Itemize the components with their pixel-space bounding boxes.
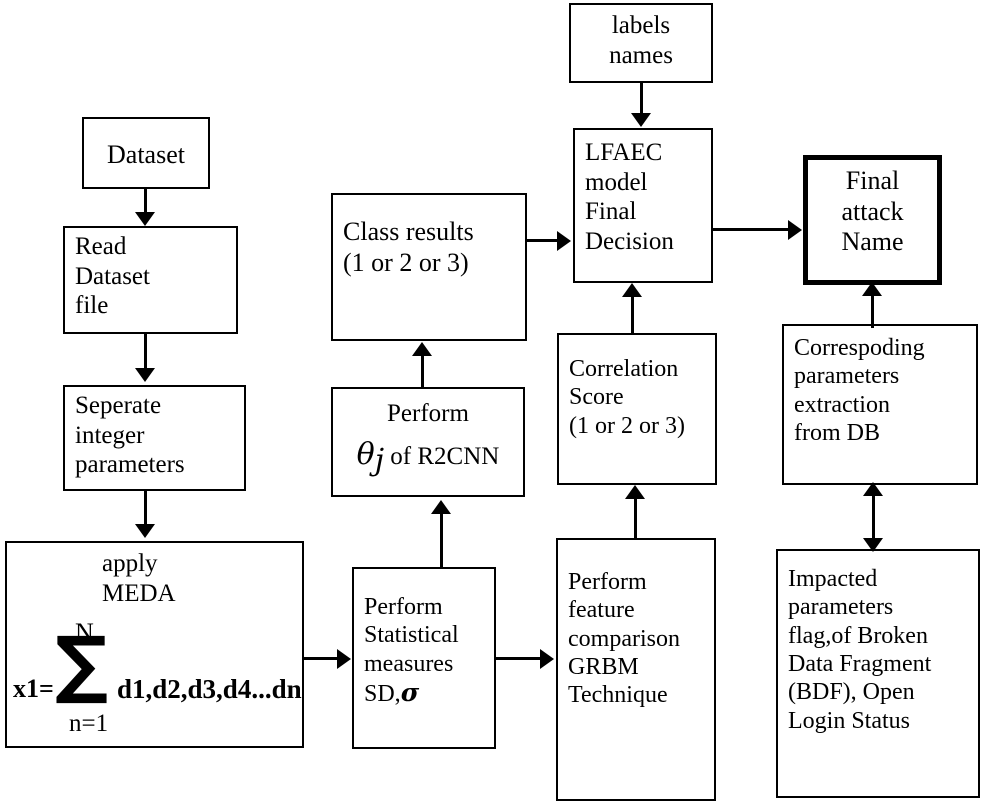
- node-impacted-line-6: Login Status: [788, 707, 911, 734]
- node-seperate-line-3: parameters: [75, 451, 185, 478]
- sigma-icon: σ: [400, 677, 420, 707]
- node-seperate-line-1: Seperate: [75, 392, 162, 419]
- node-class-results-line-2: (1 or 2 or 3): [343, 247, 469, 277]
- node-labels-names-line-2: names: [609, 41, 673, 69]
- node-perform-statistical-measures[interactable]: Perform Statistical measures SD,σ: [352, 567, 496, 749]
- node-correlation-line-2: Score: [569, 384, 624, 411]
- theta-subscript: j: [374, 442, 385, 478]
- node-lfaec-line-2: model: [585, 168, 648, 196]
- node-read-dataset-file-line-2: Dataset: [75, 262, 150, 290]
- node-correlation-line-1: Correlation: [569, 356, 679, 382]
- node-labels-names-line-1: labels: [611, 12, 671, 39]
- node-corresponding-line-1: Correspoding: [794, 335, 925, 361]
- node-statistical-line-1: Perform: [364, 594, 443, 620]
- node-feature-cmp-line-2: feature: [568, 597, 635, 624]
- node-statistical-sd-label: SD,: [364, 680, 401, 707]
- node-class-results[interactable]: Class results (1 or 2 or 3): [331, 193, 527, 341]
- node-class-results-line-1: Class results: [343, 217, 474, 246]
- node-impacted-line-3: flag,of Broken: [788, 622, 928, 649]
- node-statistical-line-2: Statistical: [364, 622, 459, 649]
- node-perform-theta-tail: of R2CNN: [384, 442, 500, 470]
- node-lfaec-line-3: Final: [585, 198, 637, 225]
- node-corresponding-line-2: parameters: [794, 363, 900, 390]
- node-corresponding-line-4: from DB: [794, 419, 880, 446]
- node-final-attack-line-2: attack: [841, 196, 904, 226]
- node-corresponding-parameters-extraction[interactable]: Correspoding parameters extraction from …: [782, 324, 978, 485]
- node-read-dataset-file-line-3: file: [75, 292, 109, 319]
- node-apply-meda-line-2: MEDA: [102, 579, 176, 607]
- node-read-dataset-file-line-1: Read: [75, 233, 127, 260]
- node-feature-cmp-line-5: Technique: [568, 682, 668, 709]
- node-final-attack-line-1: Final: [845, 166, 900, 195]
- node-feature-cmp-line-1: Perform: [568, 569, 647, 595]
- node-lfaec-line-4: Decision: [585, 227, 674, 255]
- node-statistical-line-3: measures: [364, 650, 454, 677]
- node-perform-theta-r2cnn[interactable]: Perform θj of R2CNN: [331, 387, 525, 497]
- node-impacted-line-2: parameters: [788, 594, 894, 621]
- node-labels-names[interactable]: labels names: [569, 3, 713, 83]
- node-impacted-line-4: Data Fragment: [788, 650, 932, 677]
- node-final-attack-line-3: Name: [841, 227, 904, 257]
- node-correlation-line-3: (1 or 2 or 3): [569, 412, 685, 439]
- node-apply-meda[interactable]: apply MEDA N ∑ x1= d1,d2,d3,d4...dn n=1: [5, 541, 304, 748]
- formula-lhs: x1=: [13, 674, 54, 703]
- formula-upper-limit: N: [75, 618, 94, 647]
- node-corresponding-line-3: extraction: [794, 391, 890, 418]
- node-perform-theta-line-1: Perform: [387, 400, 469, 427]
- node-read-dataset-file[interactable]: Read Dataset file: [63, 226, 238, 334]
- formula-rhs: d1,d2,d3,d4...dn: [117, 674, 302, 704]
- node-seperate-integer-parameters[interactable]: Seperate integer parameters: [63, 385, 246, 491]
- node-impacted-line-1: Impacted: [788, 566, 878, 592]
- node-feature-cmp-line-4: GRBM: [568, 653, 639, 680]
- node-final-attack-name[interactable]: Final attack Name: [803, 155, 942, 285]
- node-statistical-line-4: SD,σ: [354, 678, 494, 708]
- node-dataset[interactable]: Dataset: [82, 117, 210, 189]
- node-seperate-line-2: integer: [75, 421, 145, 449]
- node-perform-feature-comparison[interactable]: Perform feature comparison GRBM Techniqu…: [556, 538, 716, 801]
- node-correlation-score[interactable]: Correlation Score (1 or 2 or 3): [557, 333, 717, 485]
- theta-icon: θ: [356, 436, 375, 472]
- node-impacted-line-5: (BDF), Open: [788, 679, 915, 706]
- meda-formula: N ∑ x1= d1,d2,d3,d4...dn n=1: [7, 618, 302, 737]
- summation-icon: ∑: [55, 621, 109, 707]
- formula-lower-limit: n=1: [69, 710, 109, 737]
- node-perform-theta-line-2: θj of R2CNN: [333, 437, 523, 478]
- node-lfaec-line-1: LFAEC: [585, 139, 663, 166]
- node-feature-cmp-line-3: comparison: [568, 625, 680, 652]
- node-impacted-parameters[interactable]: Impacted parameters flag,of Broken Data …: [776, 549, 980, 798]
- node-dataset-line-1: Dataset: [107, 139, 185, 169]
- node-lfaec-model-final-decision[interactable]: LFAEC model Final Decision: [573, 128, 713, 283]
- node-apply-meda-line-1: apply: [102, 550, 158, 577]
